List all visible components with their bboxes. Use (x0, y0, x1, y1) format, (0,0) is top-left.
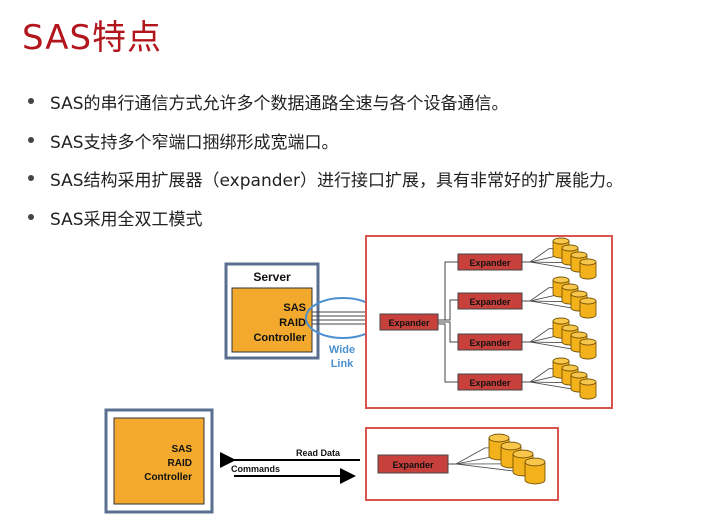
bullet-text: SAS结构采用扩展器（expander）进行接口扩展，具有非常好的扩展能力。 (50, 171, 623, 191)
commands-label: Commands (231, 464, 280, 474)
slide-title: SAS特点 (22, 18, 163, 58)
read-data-label: Read Data (296, 448, 341, 458)
disk-icon (579, 258, 597, 280)
disk-icon (579, 338, 597, 360)
bullet-text: SAS的串行通信方式允许多个数据通路全速与各个设备通信。 (50, 94, 509, 114)
expander-branches (438, 261, 458, 383)
bullet-text: SAS支持多个窄端口捆绑形成宽端口。 (50, 132, 339, 153)
bottom-disk-array (448, 433, 546, 485)
sub-expander-group: Expander (457, 317, 597, 360)
wide-link-label-1: Wide (329, 344, 355, 356)
controller-bottom-line-3: Controller (144, 472, 192, 483)
sub-expander-label: Expander (469, 378, 511, 388)
disk-icon (524, 457, 546, 485)
sub-expander-label: Expander (469, 297, 511, 307)
bullet-dot-icon (28, 175, 34, 181)
controller-bottom-line-1: SAS (171, 444, 192, 455)
bullet-item-3: SAS结构采用扩展器（expander）进行接口扩展，具有非常好的扩展能力。 (28, 169, 623, 208)
server-label: Server (253, 270, 291, 284)
bullet-item-1: SAS的串行通信方式允许多个数据通路全速与各个设备通信。 (28, 92, 509, 131)
bullet-dot-icon (28, 98, 34, 104)
main-expander-label: Expander (388, 318, 430, 328)
raid-controller-top (231, 287, 313, 353)
bottom-expander-label: Expander (392, 460, 434, 470)
sub-expander-group: Expander (457, 276, 597, 319)
bullet-dot-icon (28, 213, 34, 220)
wide-link-label-2: Link (331, 358, 354, 370)
bullet-text: SAS采用全双工模式 (50, 209, 203, 230)
raid-controller-bottom (113, 417, 205, 505)
bullet-dot-icon (28, 136, 34, 143)
controller-bottom-line-2: RAID (168, 458, 192, 469)
controller-line-3: Controller (253, 332, 306, 344)
sub-expander-label: Expander (469, 338, 511, 348)
sub-expander-group: Expander (457, 237, 597, 280)
bullet-list: SAS的串行通信方式允许多个数据通路全速与各个设备通信。 SAS支持多个窄端口捆… (28, 92, 623, 247)
disk-icon (579, 297, 597, 319)
controller-line-1: SAS (283, 302, 306, 314)
controller-line-2: RAID (279, 317, 306, 329)
bullet-item-4: SAS采用全双工模式 (28, 208, 203, 247)
bullet-item-2: SAS支持多个窄端口捆绑形成宽端口。 (28, 131, 339, 170)
disk-icon (579, 378, 597, 400)
sub-expander-group: Expander (457, 357, 597, 400)
sub-expander-label: Expander (469, 258, 511, 268)
